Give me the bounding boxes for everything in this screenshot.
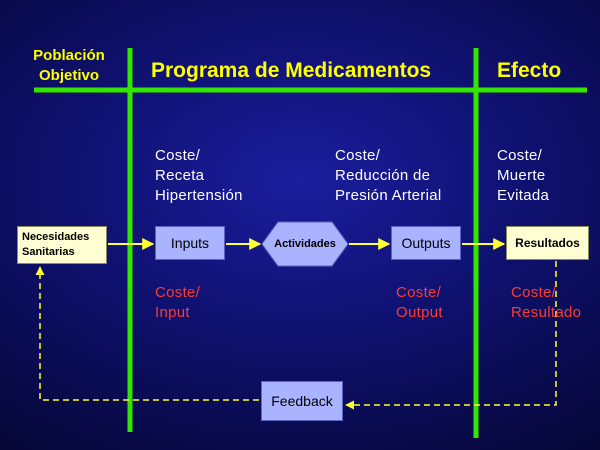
actividades-label: Actividades — [274, 238, 336, 250]
outputs-box: Outputs — [391, 226, 461, 260]
cost-resultado: Coste/ Resultado — [511, 284, 582, 321]
cost-output: Coste/ Output — [396, 284, 443, 321]
feedback-box: Feedback — [261, 381, 343, 421]
cost-muerte-evitada: Coste/ Muerte Evitada — [497, 147, 550, 204]
actividades-hexagon — [261, 221, 349, 267]
cost-reduccion-presion: Coste/ Reducción de Presión Arterial — [335, 147, 442, 204]
cost-receta-hipertension: Coste/ Receta Hipertensión — [155, 147, 243, 204]
header-programa-medicamentos: Programa de Medicamentos — [151, 59, 432, 82]
cost-input: Coste/ Input — [155, 284, 201, 321]
resultados-box: Resultados — [506, 226, 589, 260]
inputs-box: Inputs — [155, 226, 225, 260]
necesidades-sanitarias-box: Necesidades Sanitarias — [17, 226, 107, 264]
feedback-line-left — [35, 266, 259, 401]
feedback-line-right — [345, 261, 557, 410]
header-efecto: Efecto — [497, 59, 562, 82]
header-poblacion-objetivo: Población Objetivo — [33, 47, 105, 84]
